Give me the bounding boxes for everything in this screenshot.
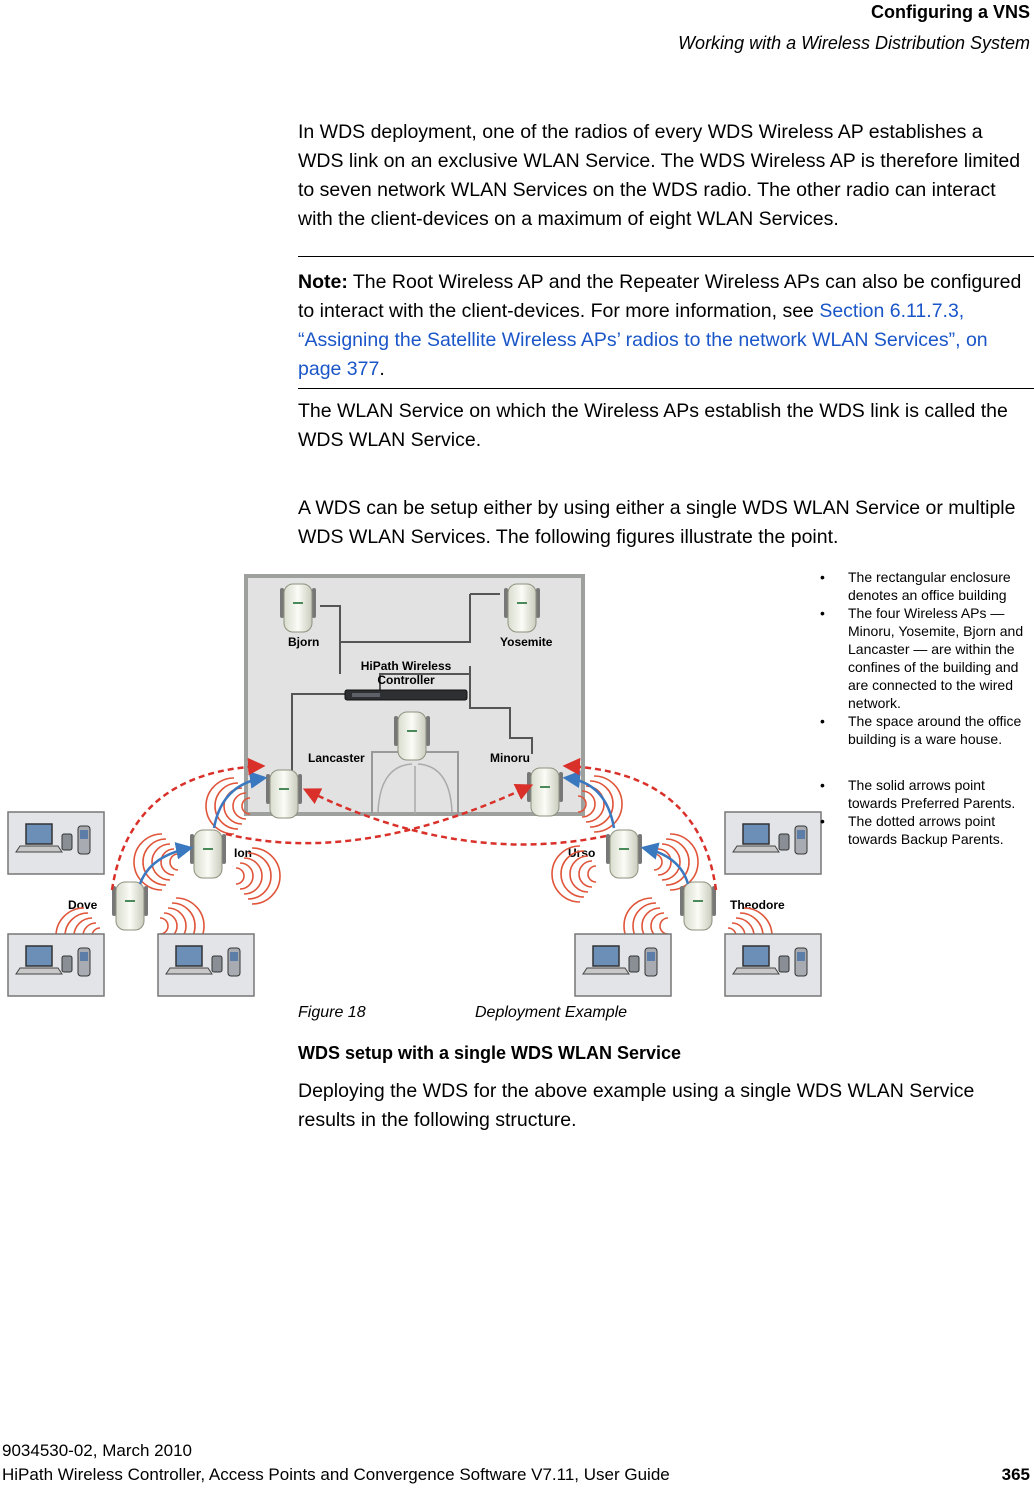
section-paragraph: Deploying the WDS for the above example …: [298, 1080, 975, 1131]
page-number: 365: [1001, 1465, 1030, 1484]
note-label: Note:: [298, 271, 348, 293]
controller-label-line2: Controller: [377, 673, 435, 687]
backup-arrow-theodore-minoru: [562, 757, 718, 891]
client-station-left-lower: [7, 933, 105, 997]
figure-note-item: •The rectangular enclosure denotes an of…: [820, 569, 1011, 603]
client-station-left-upper: [7, 811, 105, 875]
ap-center: [393, 711, 431, 761]
ap-minoru: [526, 767, 564, 817]
section-link[interactable]: Section 6.11.7.3, “Assigning the Satelli…: [298, 300, 988, 380]
figure-notes: •The rectangular enclosure denotes an of…: [820, 568, 1032, 848]
controller-device: [344, 689, 468, 701]
note-bottom-rule: [298, 388, 1034, 389]
preferred-arrow-ion-lancaster: [212, 771, 268, 829]
signal-waves-lancaster: [205, 777, 251, 835]
intro-paragraph: In WDS deployment, one of the radios of …: [298, 121, 1021, 230]
client-station-left-middle: [157, 933, 255, 997]
ap-label-minoru: Minoru: [490, 751, 530, 765]
ap-urso: [605, 829, 643, 879]
controller-label-line1: HiPath Wireless: [361, 659, 452, 673]
ap-label-urso: Urso: [568, 846, 595, 860]
backup-arrow-dove-lancaster: [110, 757, 266, 891]
figure-note-item: •The four Wireless APs — Minoru, Yosemit…: [820, 605, 1024, 711]
preferred-arrow-dove-ion: [138, 842, 194, 885]
ap-label-theodore: Theodore: [730, 898, 785, 912]
note-top-rule: [298, 256, 1034, 257]
client-station-right-lower: [724, 933, 822, 997]
figure-note-item: •The solid arrows point towards Preferre…: [820, 777, 1016, 811]
ap-dove: [111, 881, 149, 931]
preferred-arrow-theodore-urso: [640, 842, 690, 885]
figure-note-item: •The space around the office building is…: [820, 713, 1022, 747]
footer-doc-title: HiPath Wireless Controller, Access Point…: [2, 1465, 670, 1484]
ap-lancaster: [265, 769, 303, 819]
wds-service-paragraph: The WLAN Service on which the Wireless A…: [298, 400, 1008, 451]
client-station-right-upper: [724, 811, 822, 875]
note-paragraph: Note: The Root Wireless AP and the Repea…: [298, 268, 1032, 384]
ap-theodore: [679, 881, 717, 931]
figure-note-item: •The dotted arrows point towards Backup …: [820, 813, 1004, 847]
running-header-title: Configuring a VNS: [871, 2, 1030, 22]
backup-arrow-urso-lancaster: [302, 788, 607, 846]
ap-ion: [189, 829, 227, 879]
ap-yosemite: [503, 583, 541, 633]
section-heading: WDS setup with a single WDS WLAN Service: [298, 1043, 682, 1063]
note-text: The Root Wireless AP and the Repeater Wi…: [298, 271, 1022, 322]
client-station-right-middle: [574, 933, 672, 997]
running-header-subtitle: Working with a Wireless Distribution Sys…: [678, 33, 1030, 53]
backup-arrow-ion-minoru: [225, 784, 534, 845]
note-end: .: [379, 358, 385, 380]
figure-caption-title: Deployment Example: [475, 1004, 628, 1021]
ap-label-yosemite: Yosemite: [500, 635, 553, 649]
ap-bjorn: [279, 583, 317, 633]
footer-doc-id: 9034530-02, March 2010: [2, 1441, 192, 1460]
figure-caption-number: Figure 18: [298, 1004, 366, 1021]
ap-label-ion: Ion: [234, 846, 252, 860]
ap-label-bjorn: Bjorn: [288, 635, 319, 649]
ap-label-lancaster: Lancaster: [308, 751, 365, 765]
setup-paragraph: A WDS can be setup either by using eithe…: [298, 497, 1016, 548]
deployment-diagram: HiPath Wireless Controller Bjorn Yosemit…: [7, 574, 822, 997]
preferred-arrow-urso-minoru: [562, 770, 616, 829]
